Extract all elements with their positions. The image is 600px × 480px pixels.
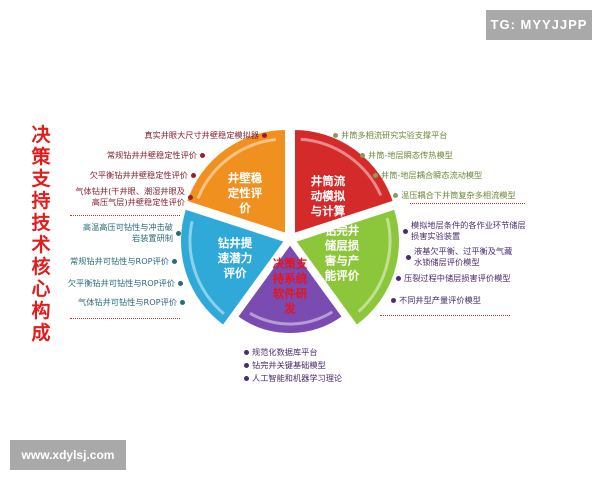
separator — [70, 215, 180, 216]
segment-green — [293, 207, 401, 328]
bullet-icon — [403, 228, 408, 234]
bullet-icon — [188, 194, 193, 200]
segment-label-line: 害与产 — [325, 254, 360, 268]
list-item: 钻完井关键基础模型 — [241, 360, 326, 371]
item-text: 高温高压可钻性与冲击破 岩装置研制 — [82, 222, 173, 243]
item-text: 规范化数据库平台 — [252, 347, 318, 357]
bullet-icon — [393, 193, 398, 198]
list-item: 压裂过程中储层损害评价模型 — [393, 273, 510, 284]
bullet-icon — [176, 230, 181, 236]
segment-label-line: 持系统 — [273, 272, 308, 286]
list-item: 常规钻井井壁稳定性评价 — [107, 150, 208, 161]
segment-label-line: 定性评 — [228, 186, 263, 200]
item-text: 压裂过程中储层损害评价模型 — [404, 273, 511, 283]
bullet-icon — [396, 276, 401, 281]
arrow-arc — [249, 310, 334, 326]
segment-label-line: 速潜力 — [218, 251, 253, 265]
list-item: 气体钻井(干井眼、潮湿井眼及 高压气层)井壁稳定性评价 — [75, 186, 196, 208]
list-item: 人工智能和机器学习理论 — [241, 373, 342, 384]
item-text: 不同井型产量评价模型 — [399, 295, 481, 305]
item-text: 欠平衡钻井井壁稳定性评价 — [89, 170, 188, 180]
segment-purple — [235, 242, 345, 335]
item-text: 常规钻井井壁稳定性评价 — [106, 150, 197, 160]
arrow-arc — [357, 217, 392, 313]
item-text: 常规钻井可钻性与ROP评价 — [70, 256, 169, 266]
list-item: 液基欠平衡、过平衡及气藏 水锁储层评价模型 — [403, 246, 512, 268]
bullet-icon — [172, 259, 177, 264]
segment-label-line: 动模拟 — [311, 189, 346, 203]
separator — [410, 203, 525, 204]
segment-label-line: 钻完井 — [325, 224, 360, 238]
watermark-top: TG: MYYJJPP — [486, 10, 592, 40]
segment-label-line: 能评价 — [325, 269, 360, 283]
bullet-icon — [373, 173, 378, 178]
separator — [380, 315, 510, 316]
arrow-arc — [188, 220, 225, 315]
bullet-icon — [262, 133, 267, 138]
segment-label-line: 井壁稳 — [228, 171, 263, 185]
segment-label-line: 价 — [239, 201, 251, 215]
list-item: 不同井型产量评价模型 — [388, 295, 481, 306]
item-text: 井筒-地层瞬态传热模型 — [368, 150, 453, 160]
segment-label-line: 评价 — [224, 266, 247, 280]
item-text: 液基欠平衡、过平衡及气藏 水锁储层评价模型 — [414, 246, 513, 267]
item-text: 真实井眼大尺寸井壁稳定模拟器 — [144, 130, 259, 140]
segment-orange — [184, 127, 287, 236]
bullet-icon — [391, 298, 396, 303]
segment-label-line: 软件研 — [273, 287, 308, 301]
item-text: 井筒多相流研究实验支撑平台 — [341, 130, 448, 140]
arrow-arc — [300, 137, 383, 196]
list-item: 井筒-地层瞬态传热模型 — [357, 150, 453, 161]
item-text: 温压耦合下井筒复杂多相流模型 — [401, 190, 516, 200]
list-item: 井筒-地层耦合瞬态流动模型 — [370, 170, 482, 181]
bullet-icon — [200, 153, 205, 158]
segment-label-line: 储层损 — [325, 239, 360, 253]
segment-red — [293, 127, 396, 236]
vertical-title: 决策支持技术核心构成 — [31, 124, 51, 344]
item-text: 欠平衡钻井可钻性与ROP评价 — [67, 278, 175, 288]
item-text: 人工智能和机器学习理论 — [252, 373, 343, 383]
watermark-bottom: www.xdylsj.com — [10, 440, 126, 470]
list-item: 模拟地层条件的各作业环节储层 损害实验装置 — [400, 220, 526, 242]
bullet-icon — [360, 153, 365, 158]
item-text: 模拟地层条件的各作业环节储层 损害实验装置 — [411, 220, 526, 241]
list-item: 常规钻井可钻性与ROP评价 — [70, 256, 180, 267]
segment-label-line: 决策支 — [273, 257, 308, 271]
item-text: 气体钻井可钻性与ROP评价 — [78, 297, 177, 307]
list-item: 气体钻井可钻性与ROP评价 — [78, 297, 188, 308]
bullet-icon — [333, 133, 338, 138]
list-item: 井筒多相流研究实验支撑平台 — [330, 130, 447, 141]
list-item: 温压耦合下井筒复杂多相流模型 — [390, 190, 516, 201]
bullet-icon — [178, 281, 183, 286]
list-item: 欠平衡钻井可钻性与ROP评价 — [68, 278, 186, 289]
list-item: 规范化数据库平台 — [241, 347, 318, 358]
arrow-arc — [196, 138, 277, 199]
segment-label-line: 井筒流 — [311, 174, 346, 188]
bullet-icon — [244, 376, 249, 381]
list-item: 真实井眼大尺寸井壁稳定模拟器 — [144, 130, 270, 141]
bullet-icon — [244, 350, 249, 355]
bullet-icon — [180, 300, 185, 305]
list-item: 高温高压可钻性与冲击破 岩装置研制 — [83, 222, 184, 244]
segment-blue — [179, 207, 287, 328]
item-text: 钻完井关键基础模型 — [252, 360, 326, 370]
segment-label-line: 发 — [283, 302, 296, 316]
bullet-icon — [191, 173, 196, 178]
item-text: 气体钻井(干井眼、潮湿井眼及 高压气层)井壁稳定性评价 — [75, 186, 185, 207]
item-text: 井筒-地层耦合瞬态流动模型 — [381, 170, 483, 180]
separator — [70, 318, 180, 319]
bullet-icon — [406, 254, 411, 260]
bullet-icon — [244, 363, 249, 368]
segment-label-line: 钻井提 — [218, 236, 253, 250]
segment-label-line: 与计算 — [311, 204, 346, 218]
list-item: 欠平衡钻井井壁稳定性评价 — [90, 170, 199, 181]
